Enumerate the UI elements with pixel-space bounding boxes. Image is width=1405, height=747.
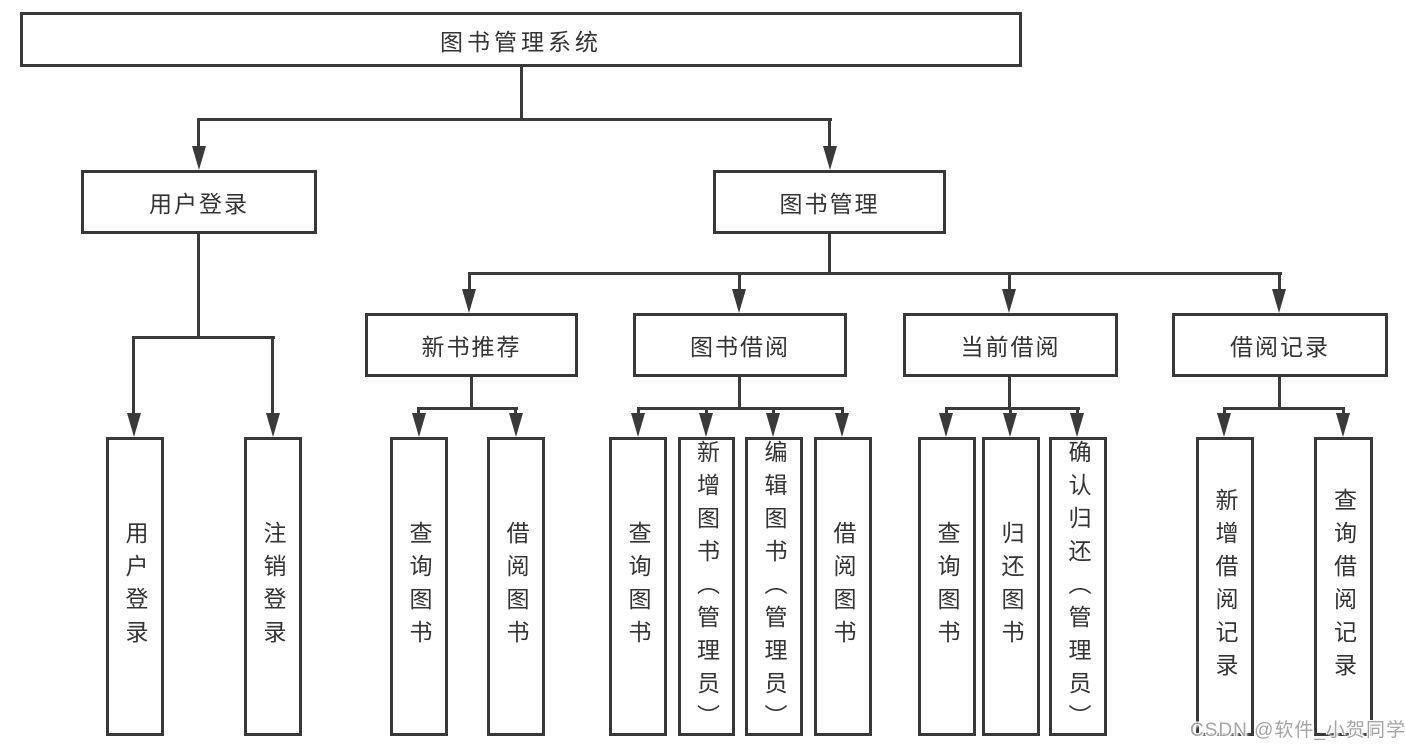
connector-line — [772, 407, 775, 416]
arrowhead-down-icon — [192, 146, 206, 170]
connector-line — [637, 407, 844, 410]
connector-line — [132, 336, 135, 416]
node-book-management-branch: 图书管理 — [713, 170, 946, 234]
arrowhead-down-icon — [412, 413, 426, 437]
connector-line — [738, 377, 741, 410]
node-borrow-books-recommend: 借阅图书 — [487, 437, 545, 736]
arrowhead-down-icon — [732, 289, 746, 313]
arrowhead-down-icon — [509, 413, 523, 437]
node-user-login-action: 用户登录 — [106, 437, 164, 736]
connector-line — [1342, 407, 1345, 416]
arrowhead-down-icon — [823, 146, 837, 170]
node-book-borrowing: 图书借阅 — [633, 313, 847, 377]
node-borrowing-records: 借阅记录 — [1172, 313, 1388, 377]
node-query-books-borrowing: 查询图书 — [609, 437, 667, 736]
arrowhead-down-icon — [939, 413, 953, 437]
connector-line — [417, 407, 420, 416]
connector-line — [197, 233, 200, 339]
node-query-books-current: 查询图书 — [918, 437, 976, 736]
arrowhead-down-icon — [1070, 413, 1084, 437]
connector-line — [705, 407, 708, 416]
arrowhead-down-icon — [266, 413, 280, 437]
connector-line — [945, 407, 1080, 410]
node-logout-action: 注销登录 — [244, 437, 302, 736]
connector-line — [468, 272, 1282, 275]
arrowhead-down-icon — [462, 289, 476, 313]
node-edit-book-admin: 编辑图书（管理员） — [745, 437, 803, 737]
connector-line — [841, 407, 844, 416]
connector-line — [1008, 377, 1011, 410]
arrowhead-down-icon — [1217, 413, 1231, 437]
node-return-book: 归还图书 — [982, 437, 1040, 736]
connector-line — [1009, 407, 1012, 416]
arrowhead-down-icon — [1336, 413, 1350, 437]
connector-line — [828, 118, 831, 150]
connector-line — [828, 234, 831, 275]
csdn-watermark: CSDN @软件_小贺同学 — [1190, 720, 1405, 741]
connector-line — [1223, 407, 1226, 416]
arrowhead-down-icon — [631, 413, 645, 437]
connector-line — [1223, 407, 1345, 410]
connector-line — [197, 118, 200, 150]
arrowhead-down-icon — [1003, 413, 1017, 437]
connector-line — [945, 407, 948, 416]
connector-line — [470, 377, 473, 410]
connector-line — [520, 67, 523, 118]
connector-line — [468, 272, 471, 292]
node-borrow-books-action: 借阅图书 — [814, 437, 872, 736]
node-user-login-branch: 用户登录 — [81, 170, 317, 234]
connector-line — [738, 272, 741, 292]
node-add-book-admin: 新增图书（管理员） — [678, 437, 735, 737]
node-root-library-system: 图书管理系统 — [20, 12, 1022, 67]
connector-line — [418, 407, 518, 410]
connector-line — [1076, 407, 1079, 416]
node-new-book-recommend: 新书推荐 — [365, 313, 578, 377]
connector-line — [133, 336, 275, 339]
node-confirm-return-admin: 确认归还（管理员） — [1049, 437, 1107, 737]
node-query-borrow-record: 查询借阅记录 — [1314, 437, 1373, 736]
node-query-books-recommend: 查询图书 — [390, 437, 448, 736]
arrowhead-down-icon — [699, 413, 713, 437]
node-add-borrow-record: 新增借阅记录 — [1196, 437, 1254, 736]
connector-line — [637, 407, 640, 416]
arrowhead-down-icon — [835, 413, 849, 437]
connector-line — [1008, 272, 1011, 292]
connector-line — [271, 336, 274, 416]
connector-line — [1278, 272, 1281, 292]
connector-line — [1278, 377, 1281, 410]
arrowhead-down-icon — [1002, 289, 1016, 313]
node-current-borrowing: 当前借阅 — [903, 313, 1118, 377]
arrowhead-down-icon — [1272, 289, 1286, 313]
connector-line — [198, 118, 832, 121]
arrowhead-down-icon — [127, 413, 141, 437]
connector-line — [514, 407, 517, 416]
arrowhead-down-icon — [766, 413, 780, 437]
